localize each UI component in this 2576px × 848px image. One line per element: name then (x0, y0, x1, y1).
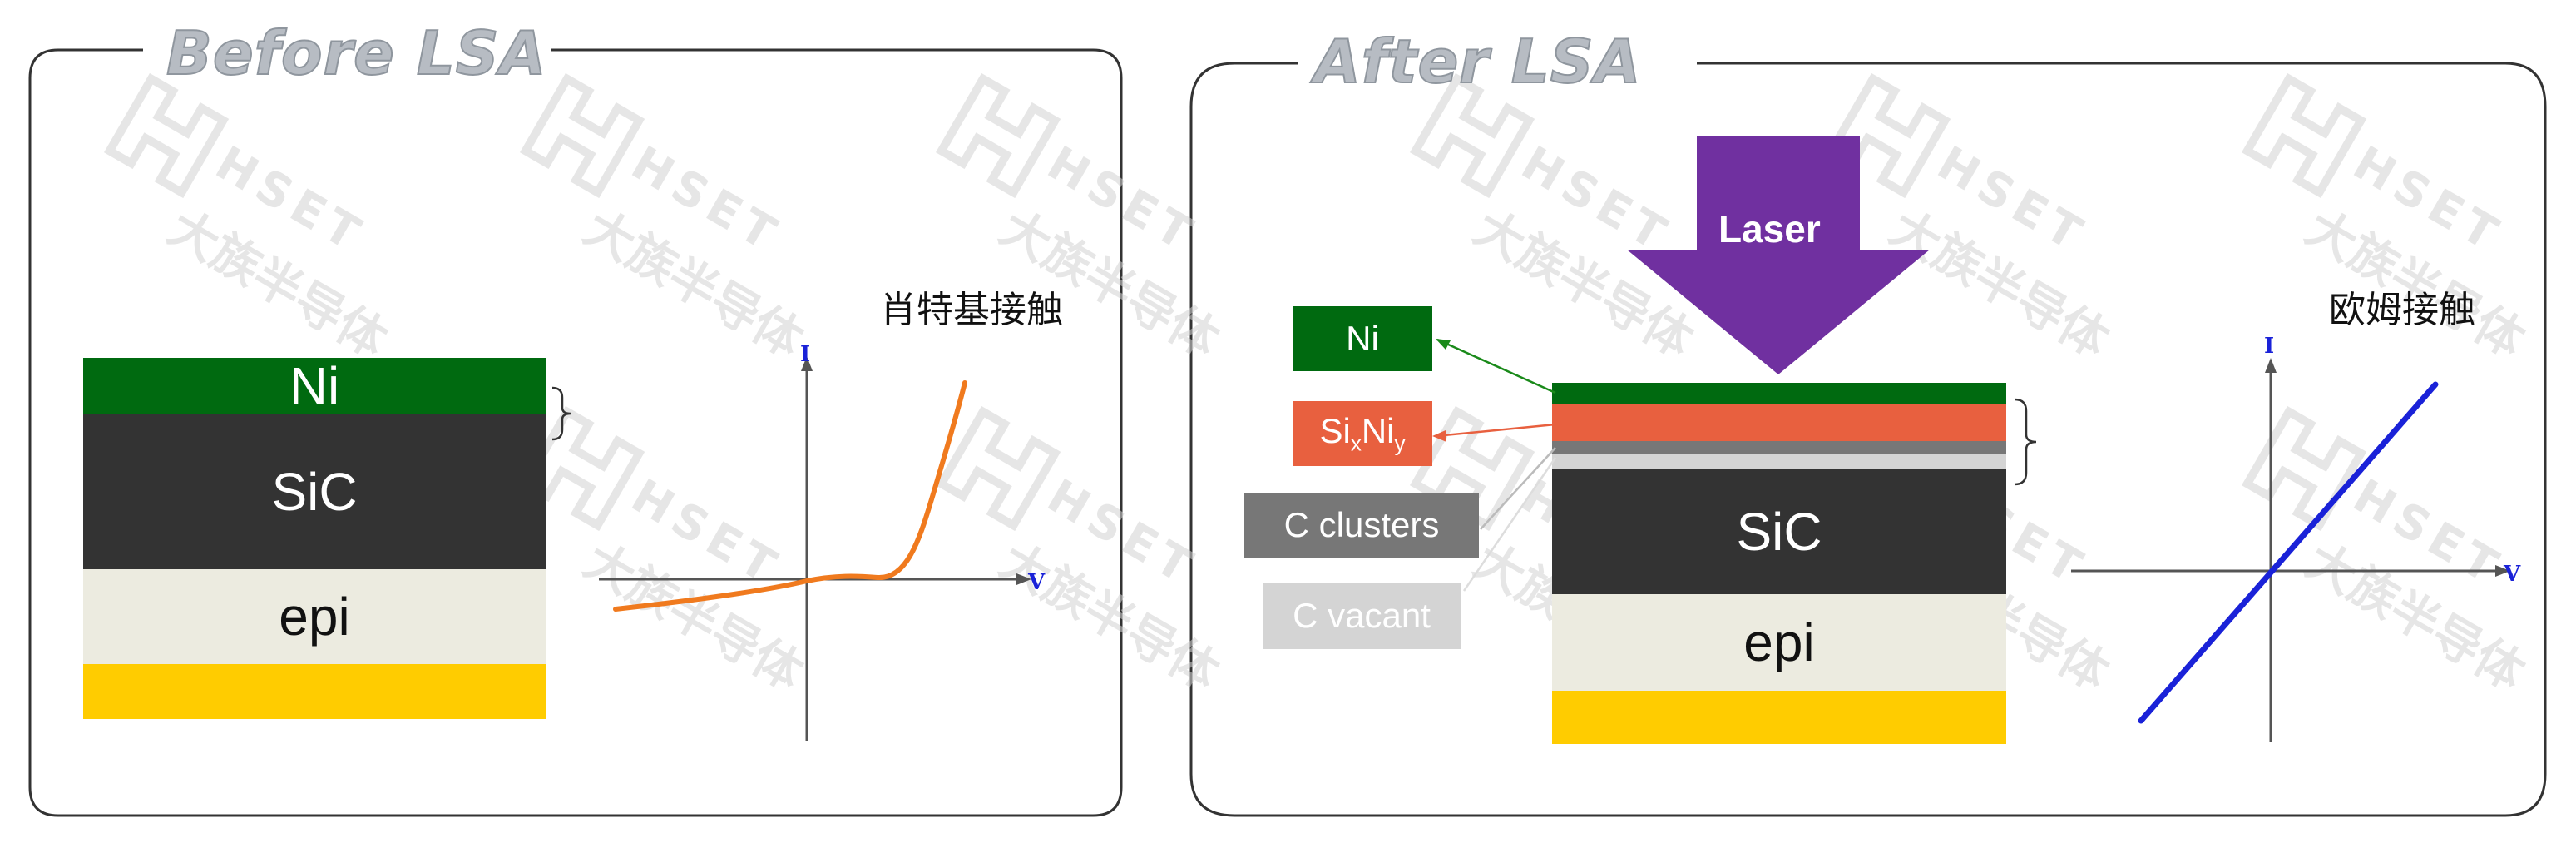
c-clusters-connector (1480, 447, 1556, 530)
ni-thin-layer (1552, 383, 2006, 404)
c-vacant-callout-text: C vacant (1293, 596, 1431, 635)
ni-layer: Ni (83, 356, 546, 416)
epi-layer-after-label: epi (1743, 612, 1815, 672)
sic-layer-after: SiC (1552, 469, 2006, 594)
sic-layer-label: SiC (271, 462, 358, 522)
right-panel-frame (1189, 62, 2547, 817)
schottky-iv-plot: I V (599, 342, 1046, 741)
ni-interface-brace (551, 386, 571, 441)
bottom-contact-layer-after (1552, 691, 2006, 744)
before-lsa-title: Before LSA (166, 17, 547, 89)
ohmic-iv-line (2138, 381, 2439, 724)
callout-connectors (1432, 338, 1557, 592)
ohmic-contact-label: 欧姆接触 (2329, 289, 2475, 331)
epi-layer-after: epi (1552, 594, 2006, 691)
sixniy-connector (1435, 423, 1556, 438)
c-vacant-connector (1462, 457, 1557, 592)
x-axis-label: V (2503, 562, 2521, 587)
sixniy-layer (1552, 404, 2006, 441)
sic-layer-after-label: SiC (1736, 502, 1822, 562)
sixniy-callout-text: SixNiy (1319, 410, 1406, 456)
c-clusters-callout: C clusters (1244, 493, 1479, 558)
left-panel-frame (28, 48, 1123, 817)
after-lsa-title: After LSA (1313, 26, 1642, 97)
c-vacant-callout: C vacant (1263, 583, 1461, 649)
c-clusters-callout-text: C clusters (1283, 505, 1440, 544)
ni-connector (1436, 338, 1556, 394)
epi-layer-label: epi (279, 587, 350, 647)
x-axis-arrow (1016, 573, 1031, 585)
x-axis-label: V (1027, 570, 1046, 595)
schottky-contact-label: 肖特基接触 (880, 289, 1063, 331)
sic-layer: SiC (83, 414, 546, 569)
ohmic-iv-plot: I V (2071, 334, 2521, 742)
ni-layer-label: Ni (289, 356, 340, 416)
y-axis-label: I (2264, 334, 2274, 359)
schottky-iv-curve (613, 380, 967, 612)
ni-callout: Ni (1293, 306, 1432, 371)
y-axis-arrow (801, 356, 813, 371)
y-axis-arrow (2265, 358, 2277, 373)
laser-label: Laser (1718, 207, 1821, 250)
sixniy-callout: SixNiy (1293, 401, 1432, 466)
laser-arrow (1627, 136, 1930, 374)
ni-callout-text: Ni (1346, 319, 1379, 358)
c-vacant-layer (1552, 454, 2006, 469)
bottom-contact-layer (83, 664, 546, 719)
epi-layer: epi (83, 569, 546, 664)
interface-brace-after (2014, 398, 2037, 486)
x-axis-arrow (2495, 565, 2510, 577)
c-clusters-layer (1552, 441, 2006, 454)
y-axis-label: I (800, 342, 810, 367)
